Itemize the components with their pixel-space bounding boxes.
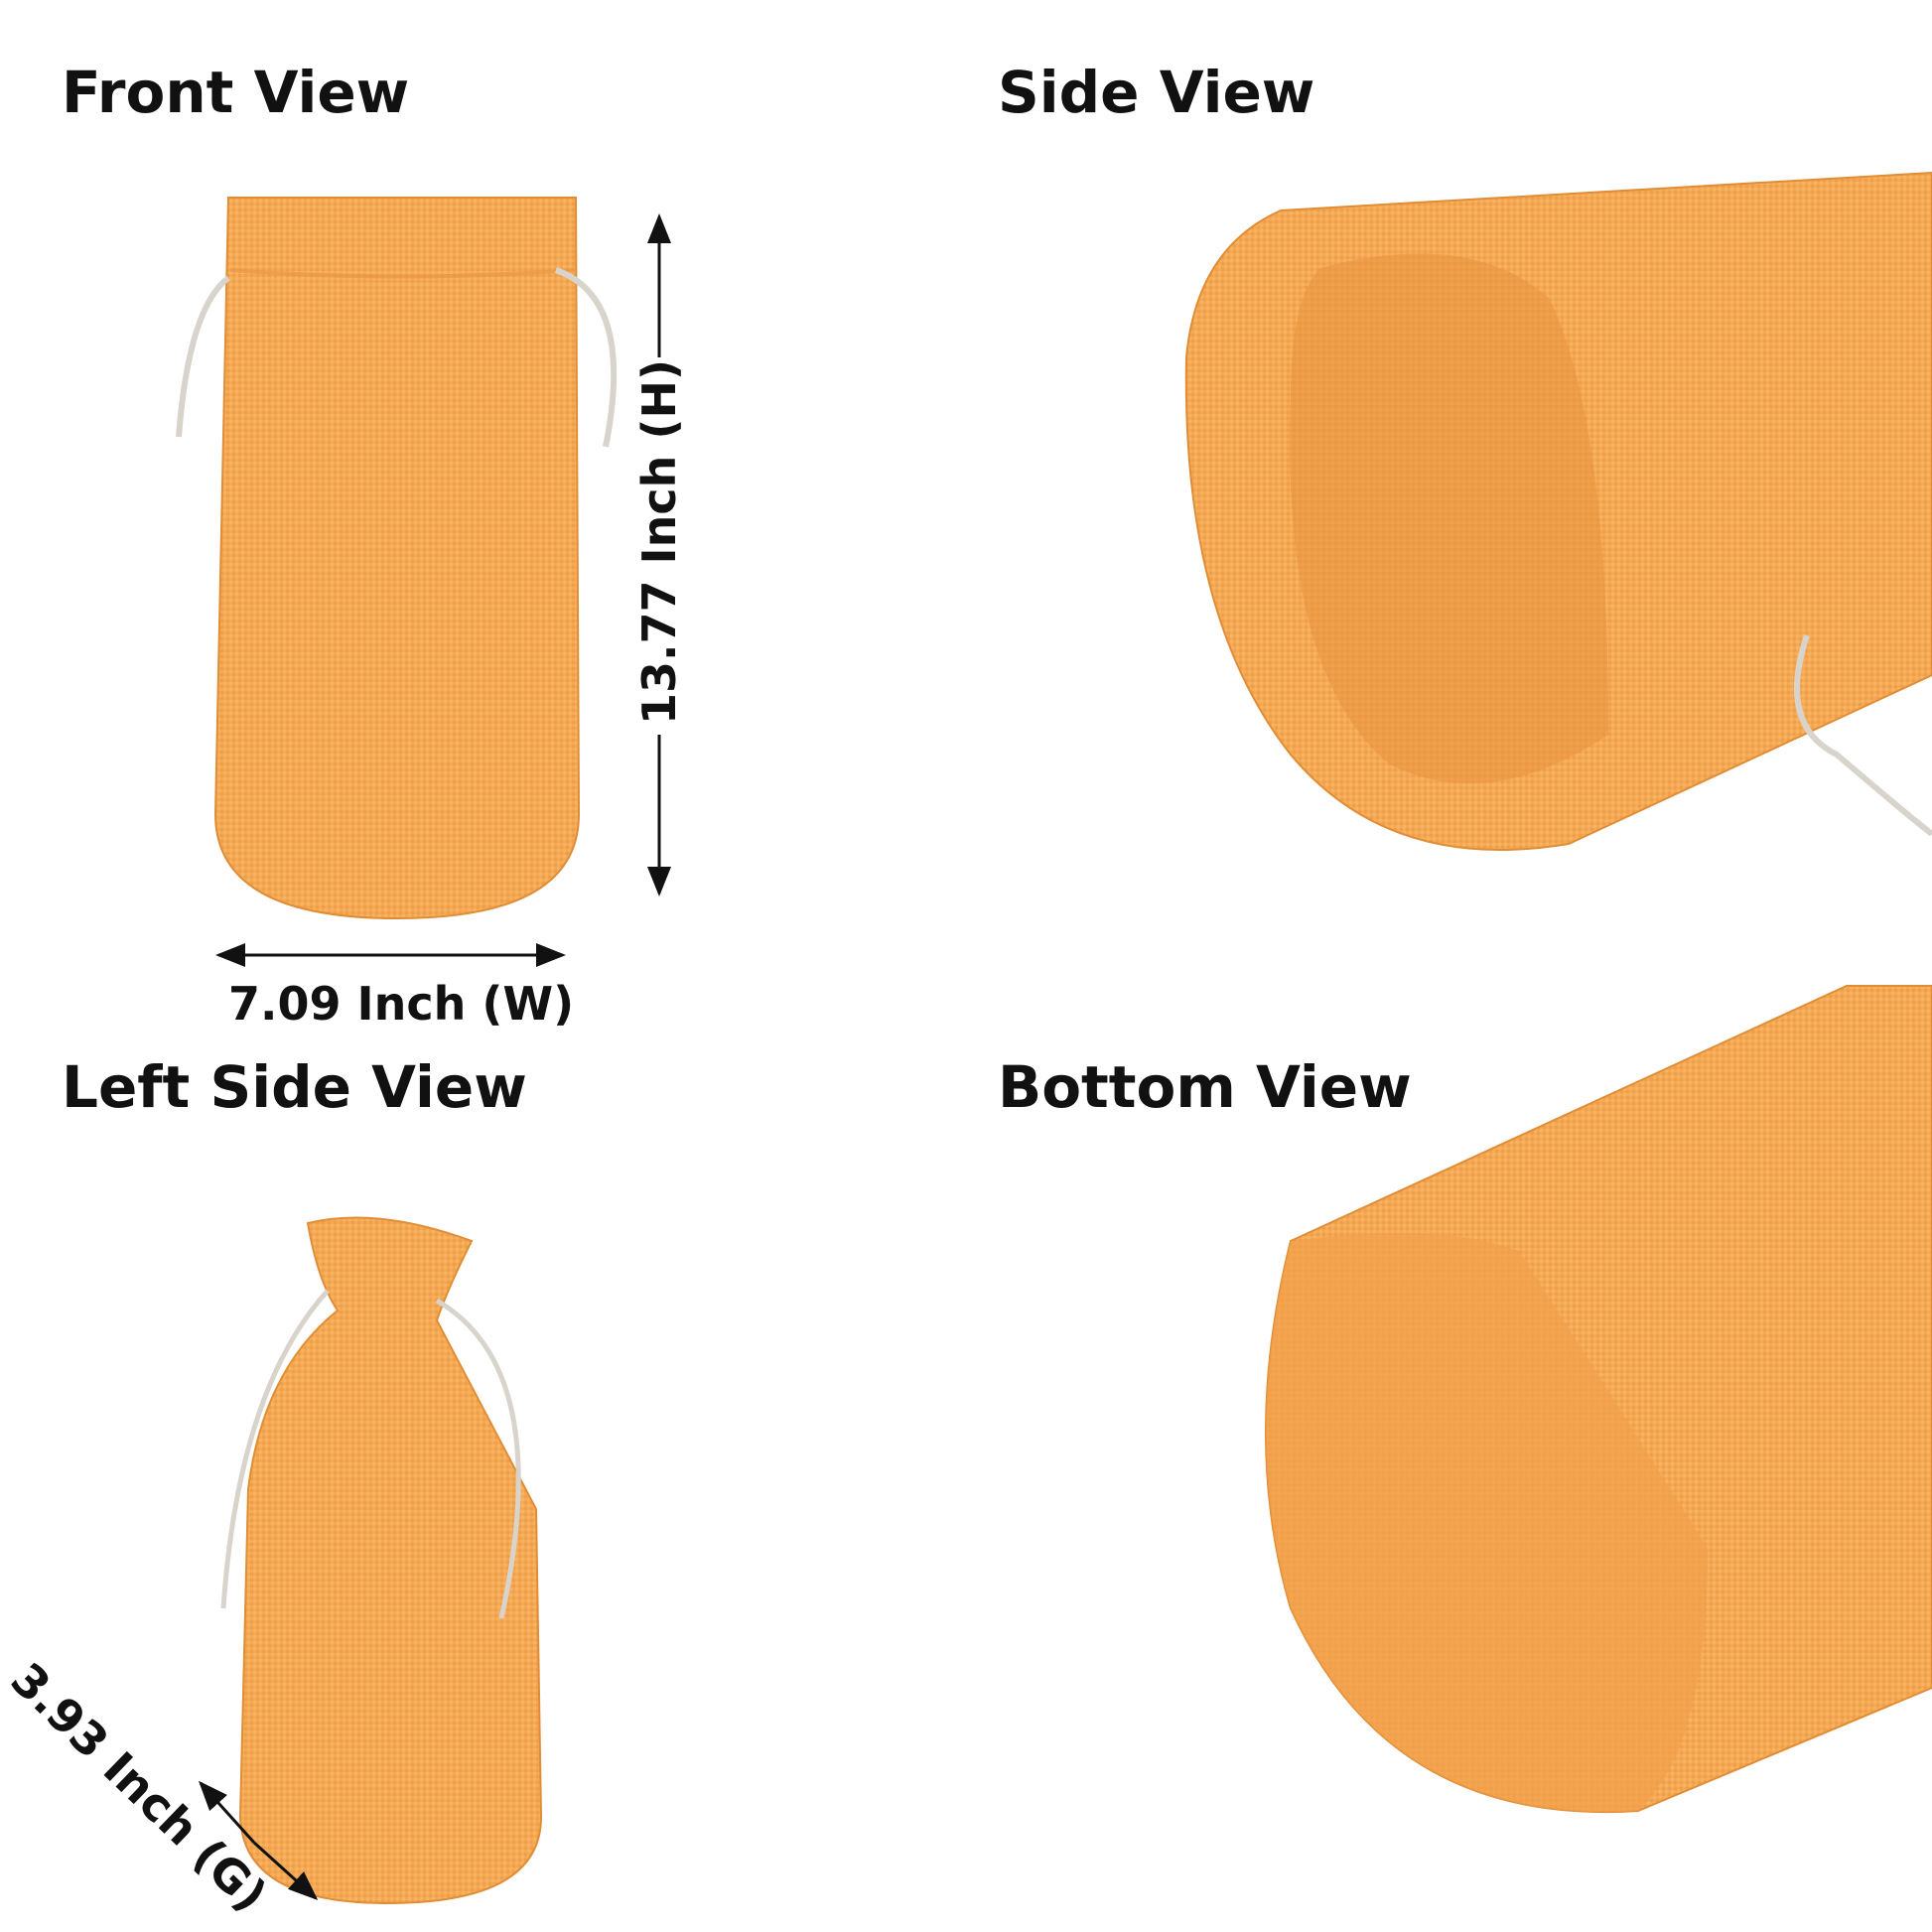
front-view-title: Front View	[62, 59, 410, 126]
gusset-arrow	[198, 1780, 256, 1845]
front-view-bag	[176, 197, 618, 920]
bottom-view-bag	[1265, 985, 1932, 1813]
left-side-view-title: Left Side View	[62, 1053, 527, 1121]
width-label: 7.09 Inch (W)	[228, 977, 575, 1031]
height-label: 13.77 Inch (H)	[632, 359, 686, 725]
side-view-bag	[1184, 171, 1932, 851]
drawstring-cord	[435, 1298, 521, 1619]
drawstring-cord	[554, 267, 618, 448]
bottom-view-title: Bottom View	[998, 1053, 1412, 1121]
drawstring-cord	[220, 1289, 330, 1609]
drawstring-cord	[176, 275, 230, 438]
gusset-arrow	[252, 1841, 319, 1901]
side-view-title: Side View	[998, 59, 1315, 126]
left-side-view-bag	[220, 1216, 543, 1905]
drawstring-cord	[1794, 634, 1932, 837]
